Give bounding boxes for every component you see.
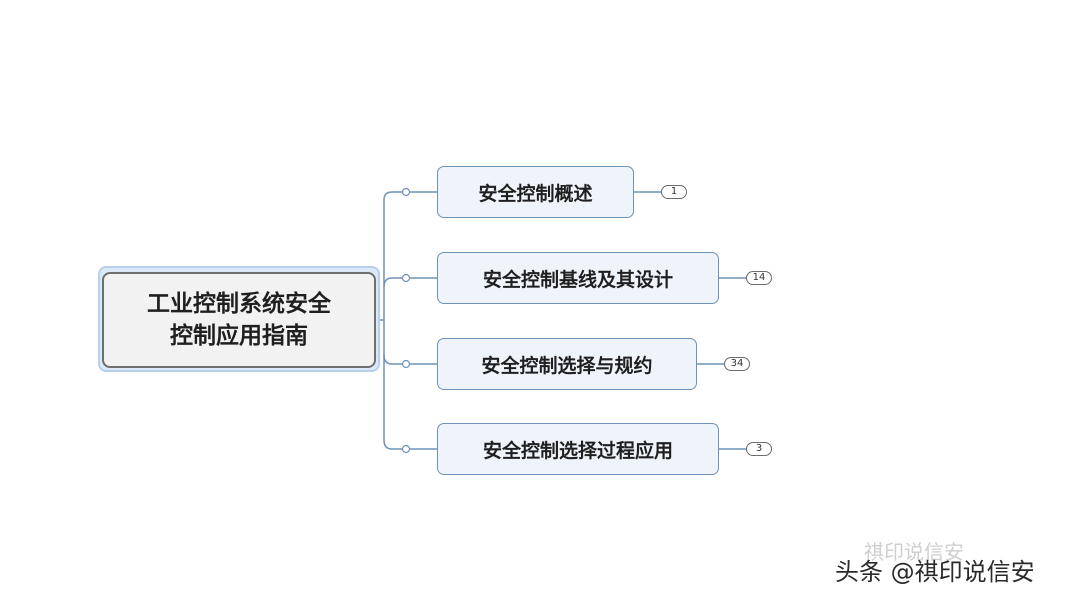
branch-label: 安全控制基线及其设计 (482, 268, 673, 291)
branch-connector-3 (383, 354, 437, 365)
branch-label: 安全控制选择与规约 (481, 354, 653, 377)
collapse-toggle-1 (401, 187, 411, 197)
spine-connector (383, 191, 393, 450)
branch-topic-selection-process[interactable]: 安全控制选择过程应用 (437, 423, 719, 475)
root-topic[interactable]: 工业控制系统安全 控制应用指南 (102, 272, 376, 368)
child-count-badge[interactable]: 1 (661, 185, 687, 199)
collapse-toggle-3 (401, 359, 411, 369)
branch-topic-selection-spec[interactable]: 安全控制选择与规约 (437, 338, 697, 390)
branch-label: 安全控制概述 (478, 182, 593, 205)
child-count-badge[interactable]: 34 (724, 357, 750, 371)
collapse-toggle-4 (401, 444, 411, 454)
branch-connector-2 (383, 277, 437, 288)
branch-label: 安全控制选择过程应用 (482, 439, 673, 462)
collapse-toggle-2 (401, 273, 411, 283)
child-count-badge[interactable]: 14 (746, 271, 772, 285)
watermark-main: 头条 @祺印说信安 (835, 558, 1035, 586)
watermark-faint: 祺印说信安 (864, 540, 964, 564)
branch-topic-baselines[interactable]: 安全控制基线及其设计 (437, 252, 719, 304)
branch-topic-overview[interactable]: 安全控制概述 (437, 166, 634, 218)
child-count-badge[interactable]: 3 (746, 442, 772, 456)
root-title-line-2: 控制应用指南 (170, 323, 308, 349)
root-title-line-1: 工业控制系统安全 (147, 291, 331, 317)
